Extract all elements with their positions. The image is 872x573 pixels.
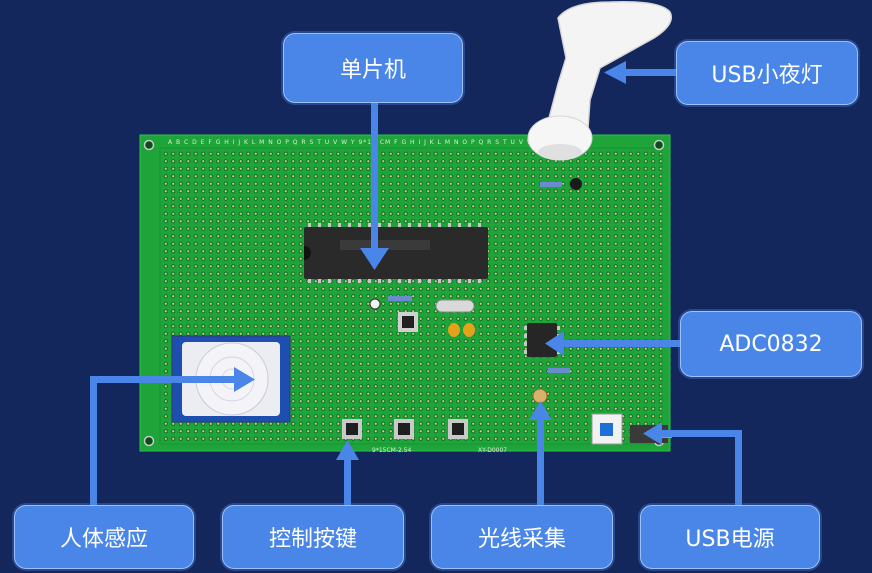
reset-button-component — [398, 312, 418, 332]
usb-night-light — [527, 0, 672, 161]
mount-hole — [143, 435, 155, 447]
label-mcu: 单片机 — [283, 33, 463, 103]
label-usb-power: USB电源 — [640, 505, 820, 569]
label-control-buttons: 控制按键 — [222, 505, 404, 569]
photoresistor — [532, 388, 548, 404]
board-bottom-text-1: 9*15CM-2.54 — [372, 447, 412, 454]
mount-hole — [143, 139, 155, 151]
push-buttons — [342, 419, 468, 439]
arrows — [90, 61, 742, 506]
label-human-sensor: 人体感应 — [14, 505, 194, 569]
label-usb-night-light: USB小夜灯 — [676, 41, 858, 105]
crystal-and-resistor — [369, 296, 475, 337]
label-adc: ADC0832 — [680, 311, 862, 377]
microcontroller-chip — [304, 223, 488, 283]
board-top-row-text: A B C D E F G H I J K L M N O P Q R S T … — [168, 139, 565, 146]
board-bottom-text-2: XY-D0007 — [478, 447, 507, 454]
resistor-transistor — [540, 178, 582, 190]
label-light-sensor: 光线采集 — [431, 505, 613, 569]
mount-hole — [653, 139, 665, 151]
